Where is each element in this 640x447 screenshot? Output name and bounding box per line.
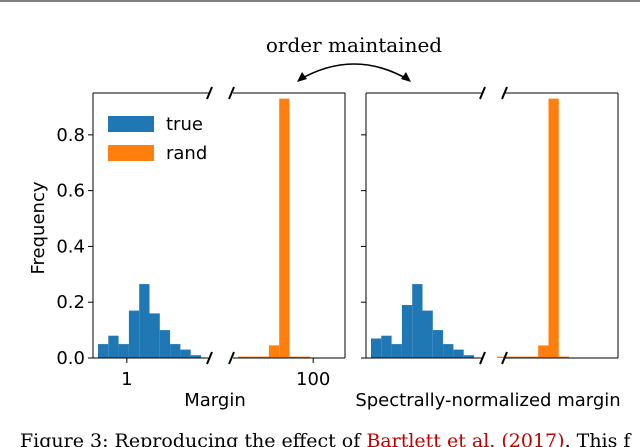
caption-citation[interactable]: Bartlett et al. (2017) [366, 430, 564, 447]
bar-true-2 [118, 344, 129, 358]
margin-histogram-panel: 0.0 0.2 0.4 0.6 0.8 1 100 Margin Frequency tr… [28, 86, 346, 411]
spectral-bottom-break-mark-2 [501, 351, 508, 365]
order-annotation-arrow [298, 63, 410, 81]
caption-suffix: . This f [565, 430, 633, 447]
bar-true-7 [443, 344, 454, 358]
margin-x-axis-label: Margin [184, 390, 245, 411]
order-annotation-text: order maintained [266, 33, 442, 57]
y-tick-label: 0.0 [56, 348, 85, 369]
bar-true-6 [159, 330, 171, 358]
legend-swatch-true [108, 116, 154, 132]
spectral-margin-histogram-panel: Spectrally-normalized margin [355, 86, 621, 411]
bar-rand-2 [517, 356, 528, 358]
bar-true-0 [371, 338, 382, 358]
y-tick-label: 0.8 [56, 125, 85, 146]
spectral-x-axis-label: Spectrally-normalized margin [355, 390, 620, 411]
bar-true-0 [98, 344, 109, 358]
bar-rand-5 [289, 356, 300, 358]
bar-true-4 [412, 284, 423, 358]
margin-x-ticks: 1 100 [121, 358, 330, 390]
legend-swatch-rand [108, 145, 154, 161]
bar-true-5 [422, 310, 433, 358]
spectral-margin-histogram-bars [371, 98, 570, 358]
bar-rand-1 [248, 356, 259, 358]
frequency-y-axis-label: Frequency [28, 181, 49, 274]
bar-true-3 [128, 310, 140, 358]
bar-rand-6 [558, 356, 570, 358]
y-tick-label: 0.4 [56, 236, 85, 257]
margin-bottom-break-mark-2 [228, 351, 235, 365]
bar-true-7 [170, 344, 181, 358]
order-annotation-arrowhead-left [297, 72, 307, 82]
bar-true-3 [401, 305, 413, 358]
margin-histogram-bars [98, 98, 311, 358]
bar-rand-3 [527, 356, 539, 358]
bar-true-9 [190, 355, 201, 358]
x-tick-label: 100 [296, 369, 330, 390]
spectral-bottom-break-mark-1 [479, 351, 486, 365]
order-annotation-arrowhead-right [401, 72, 411, 82]
margin-top-break-mark-1 [206, 86, 213, 100]
spectral-axes-frame [365, 86, 619, 365]
margin-top-break-mark-2 [228, 86, 235, 100]
bar-rand-5 [548, 98, 559, 358]
margin-bottom-break-mark-1 [206, 351, 213, 365]
bar-rand-6 [299, 356, 311, 358]
bar-true-9 [463, 355, 474, 358]
bar-true-4 [139, 284, 150, 358]
spectral-y-ticks [361, 134, 366, 359]
legend: true rand [108, 114, 207, 164]
y-tick-label: 0.6 [56, 181, 85, 202]
spectral-top-break-mark-2 [501, 86, 508, 100]
bar-rand-4 [279, 98, 290, 358]
bar-rand-0 [497, 356, 508, 358]
bar-true-5 [149, 313, 160, 358]
figure-caption: Figure 3: Reproducing the effect of Bart… [20, 430, 632, 447]
bar-true-1 [381, 335, 392, 358]
margin-y-ticks: 0.0 0.2 0.4 0.6 0.8 [56, 125, 93, 369]
bar-rand-1 [507, 356, 518, 358]
y-tick-label: 0.2 [56, 292, 85, 313]
bar-rand-2 [258, 356, 269, 358]
bar-true-8 [453, 349, 464, 358]
bar-true-1 [108, 335, 119, 358]
bar-rand-4 [538, 345, 549, 358]
margin-axes-frame [92, 86, 346, 365]
legend-label-true: true [166, 114, 203, 135]
x-tick-label: 1 [121, 369, 132, 390]
legend-label-rand: rand [166, 143, 207, 164]
bar-rand-0 [238, 356, 249, 358]
caption-prefix: Figure 3: Reproducing the effect of [20, 430, 366, 447]
bar-true-8 [180, 349, 191, 358]
bar-true-2 [391, 344, 402, 358]
spectral-top-break-mark-1 [479, 86, 486, 100]
bar-rand-3 [268, 345, 280, 358]
bar-true-6 [432, 330, 444, 358]
